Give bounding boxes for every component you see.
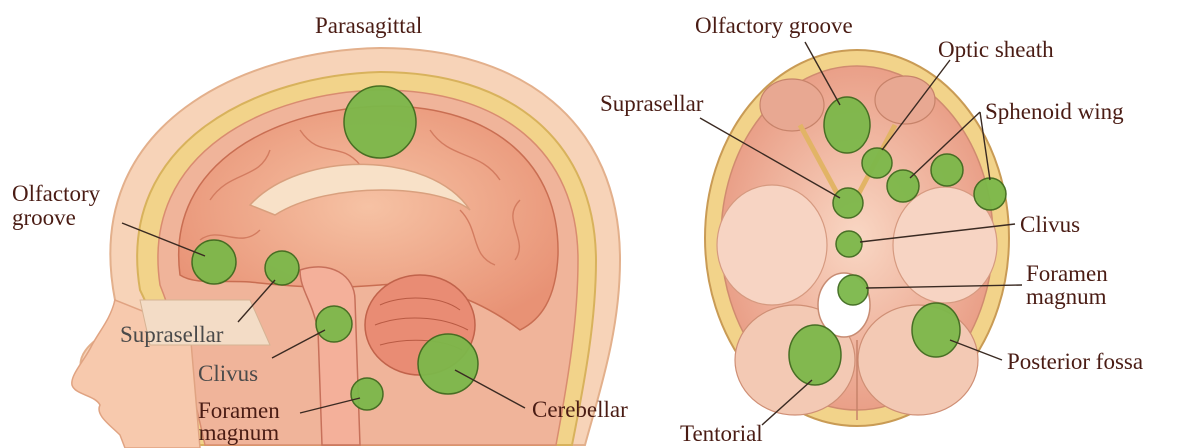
label-olfactory-groove: Olfactory groove [12, 182, 100, 230]
label-posterior-fossa: Posterior fossa [1007, 350, 1143, 373]
label-tentorial: Tentorial [680, 422, 763, 445]
orbit-right [875, 76, 935, 124]
label-optic-sheath: Optic sheath [938, 38, 1054, 61]
label-cerebellar: Cerebellar [532, 398, 628, 421]
label-clivus: Clivus [198, 362, 258, 385]
tumor-parasagittal [344, 86, 416, 158]
tumor-sphenoid-wing-3 [974, 178, 1006, 210]
tumor-suprasellar-axial [833, 188, 863, 218]
tumor-clivus-axial [836, 231, 862, 257]
tumor-cerebellar [418, 334, 478, 394]
label-clivus-axial: Clivus [1020, 213, 1080, 236]
middle-fossa-left [717, 185, 827, 305]
sagittal-head [72, 48, 620, 448]
tumor-olfactory-groove [192, 240, 236, 284]
tumor-olfactory-groove-axial [824, 97, 870, 153]
label-foramen-magnum-axial: Foramen magnum [1026, 262, 1108, 308]
tumor-foramen-magnum [351, 378, 383, 410]
tumor-sphenoid-wing-2 [931, 154, 963, 186]
tumor-optic-sheath [862, 148, 892, 178]
tumor-suprasellar [265, 251, 299, 285]
tumor-tentorial [789, 325, 841, 385]
label-foramen-magnum: Foramen magnum [198, 400, 280, 444]
tumor-clivus [316, 306, 352, 342]
label-parasagittal: Parasagittal [315, 14, 422, 37]
tumor-foramen-magnum-axial [838, 275, 868, 305]
label-olfactory-groove-axial: Olfactory groove [695, 14, 853, 37]
label-suprasellar: Suprasellar [120, 323, 223, 346]
orbit-left [760, 79, 824, 131]
label-sphenoid-wing: Sphenoid wing [985, 100, 1124, 123]
label-suprasellar-axial: Suprasellar [600, 92, 703, 115]
tumor-posterior-fossa [912, 303, 960, 357]
